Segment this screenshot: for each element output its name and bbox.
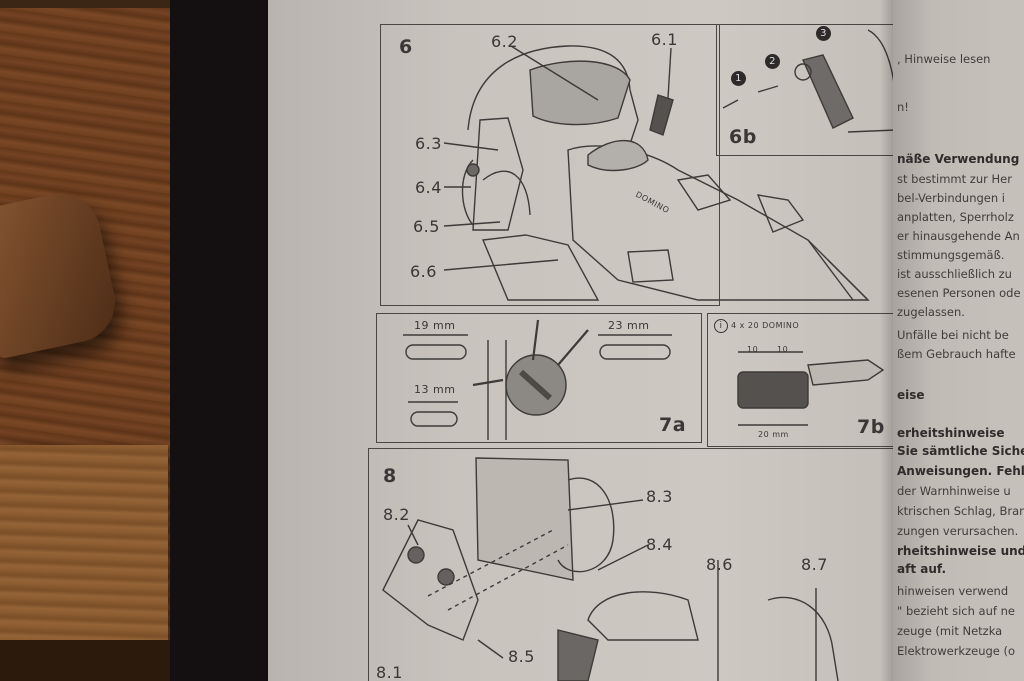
callout-6-2: 6.2 bbox=[491, 32, 518, 51]
text-line: esenen Personen ode bbox=[897, 286, 1021, 300]
technical-line-drawings bbox=[382, 29, 897, 681]
text-heading: näße Verwendung bbox=[897, 152, 1020, 166]
text-line: Elektrowerkzeuge (o bbox=[897, 644, 1016, 658]
text-line: ist ausschließlich zu bbox=[897, 267, 1012, 281]
dim-23mm: 23 mm bbox=[608, 319, 650, 332]
callout-8-6: 8.6 bbox=[706, 555, 733, 574]
text-line: bel-Verbindungen i bbox=[897, 191, 1005, 205]
text-line: Unfälle bei nicht be bbox=[897, 328, 1009, 342]
text-line: stimmungsgemäß. bbox=[897, 248, 1005, 262]
text-heading: eise bbox=[897, 388, 925, 402]
text-heading: aft auf. bbox=[897, 562, 946, 576]
step-3-marker: 3 bbox=[816, 26, 831, 41]
text-line: zungen verursachen. bbox=[897, 524, 1019, 538]
text-line: " bezieht sich auf ne bbox=[897, 604, 1015, 618]
safety-instructions-text: , Hinweise lesen n! näße Verwendung st b… bbox=[893, 0, 1024, 681]
wooden-block bbox=[0, 445, 168, 640]
dim-10-left: 10 bbox=[747, 345, 759, 354]
text-line: zeuge (mit Netzka bbox=[897, 624, 1003, 638]
text-heading: rheitshinweise und A bbox=[897, 544, 1024, 558]
text-line: st bestimmt zur Her bbox=[897, 172, 1012, 186]
text-line: ktrischen Schlag, Bran bbox=[897, 504, 1024, 518]
text-heading: Sie sämtliche Siche bbox=[897, 444, 1024, 458]
domino-size-caption: 4 x 20 DOMINO bbox=[731, 321, 800, 330]
text-line: er hinausgehende An bbox=[897, 229, 1020, 243]
figure-7b-label: 7b bbox=[857, 416, 885, 438]
text-line: hinweisen verwend bbox=[897, 584, 1009, 598]
dim-13mm: 13 mm bbox=[414, 383, 456, 396]
text-line: anplatten, Sperrholz bbox=[897, 210, 1014, 224]
text-line: ßem Gebrauch hafte bbox=[897, 347, 1016, 361]
text-heading: Anweisungen. Fehl bbox=[897, 464, 1024, 478]
callout-8-7: 8.7 bbox=[801, 555, 828, 574]
manual-page-right: , Hinweise lesen n! näße Verwendung st b… bbox=[893, 0, 1024, 681]
callout-6-5: 6.5 bbox=[413, 217, 440, 236]
figure-6-panel bbox=[380, 24, 720, 306]
text-line: zugelassen. bbox=[897, 305, 965, 319]
step-1-marker: 1 bbox=[731, 71, 746, 86]
text-line: n! bbox=[897, 100, 909, 114]
table-shadow bbox=[0, 640, 200, 681]
dim-19mm: 19 mm bbox=[414, 319, 456, 332]
callout-6-1: 6.1 bbox=[651, 30, 678, 49]
callout-8-5: 8.5 bbox=[508, 647, 535, 666]
callout-6-3: 6.3 bbox=[415, 134, 442, 153]
figure-7a-panel bbox=[376, 313, 702, 443]
info-icon: i bbox=[714, 319, 728, 333]
figure-7a-label: 7a bbox=[659, 414, 687, 436]
text-line: der Warnhinweise u bbox=[897, 484, 1011, 498]
text-line: , Hinweise lesen bbox=[897, 52, 991, 66]
callout-8-3: 8.3 bbox=[646, 487, 673, 506]
manual-page-left: 6 6b 7a 7b 8 bbox=[268, 0, 910, 681]
callout-8-1: 8.1 bbox=[376, 663, 403, 681]
text-heading: erheitshinweise bbox=[897, 426, 1005, 440]
step-2-marker: 2 bbox=[765, 54, 780, 69]
figure-6b-label: 6b bbox=[729, 126, 757, 148]
callout-6-4: 6.4 bbox=[415, 178, 442, 197]
callout-6-6: 6.6 bbox=[410, 262, 437, 281]
dim-10-right: 10 bbox=[777, 345, 789, 354]
figure-8-number: 8 bbox=[383, 465, 397, 487]
table-edge bbox=[0, 0, 200, 8]
figure-6-number: 6 bbox=[399, 36, 413, 58]
callout-8-2: 8.2 bbox=[383, 505, 410, 524]
dim-20mm: 20 mm bbox=[758, 430, 789, 439]
callout-8-4: 8.4 bbox=[646, 535, 673, 554]
